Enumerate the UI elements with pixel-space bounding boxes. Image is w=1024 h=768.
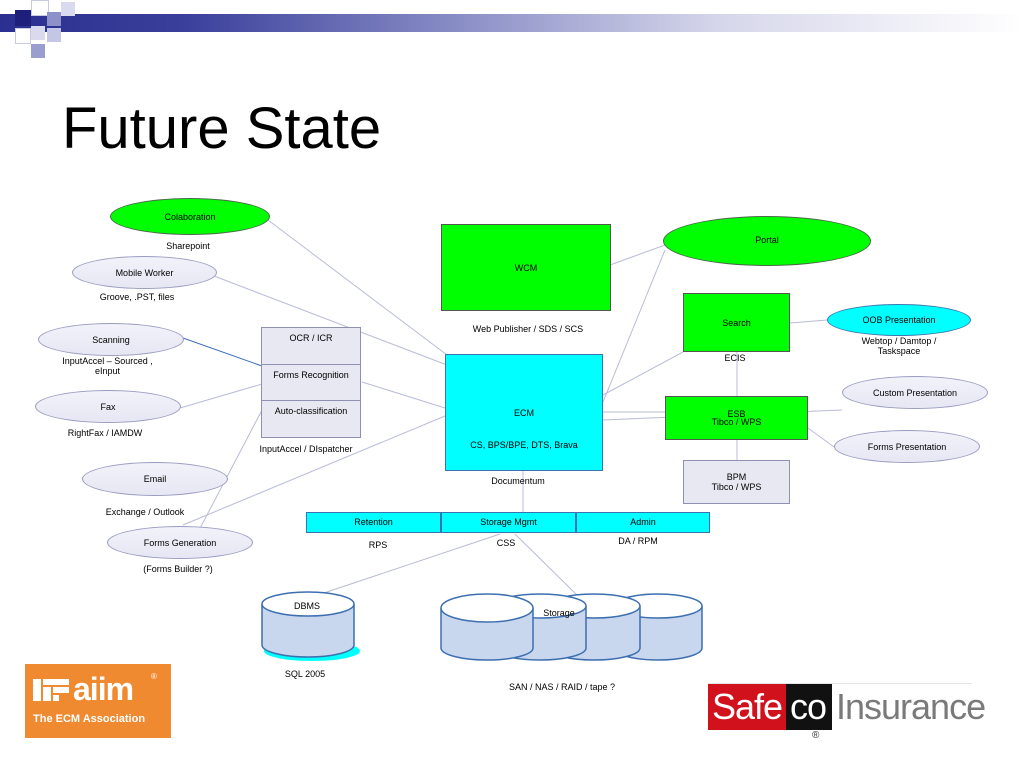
aiim-wordmark: aiim (73, 671, 134, 707)
capture-stack-sublabel: InputAccel / DIspatcher (259, 444, 353, 454)
admin-sublabel: DA / RPM (618, 536, 658, 546)
aiim-logo: aiim ® The ECM Association (25, 664, 171, 738)
wcm-label: WCM (514, 262, 538, 273)
admin-service: Admin (576, 512, 710, 533)
capture-item-ocr: OCR / ICR (262, 328, 360, 365)
ecm-inner-label: CS, BPS/BPE, DTS, Brava (470, 440, 578, 450)
ecm-box: ECM CS, BPS/BPE, DTS, Brava (445, 354, 603, 471)
deco-square (61, 2, 75, 16)
retention-service: Retention (306, 512, 441, 533)
oob-presentation-node: OOB Presentation (827, 304, 971, 336)
admin-label: Admin (630, 517, 656, 527)
capture-item-auto-classification: Auto-classification (274, 406, 348, 416)
dbms-cylinder (261, 591, 360, 661)
forms-presentation-label: Forms Presentation (867, 441, 947, 452)
header-gradient-bar (0, 14, 1024, 32)
deco-square (31, 44, 45, 58)
wcm-sublabel: Web Publisher / SDS / SCS (472, 324, 584, 334)
bpm-inner-label: Tibco / WPS (711, 482, 762, 492)
dbms-sublabel: SQL 2005 (284, 669, 326, 679)
safeco-logo: Safe co Insurance ® (708, 683, 986, 742)
aiim-tagline: The ECM Association (33, 713, 146, 725)
fax-node: Fax (35, 390, 181, 423)
storage-mgmt-service: Storage Mgmt (441, 512, 576, 533)
deco-square (47, 12, 61, 26)
oob-presentation-sublabel: Webtop / Damtop / Taskspace (861, 336, 937, 356)
collaboration-sublabel: Sharepoint (166, 241, 210, 251)
aiim-logo-mark (33, 679, 69, 701)
retention-label: Retention (354, 517, 393, 527)
bpm-box: BPM Tibco / WPS (683, 460, 790, 504)
retention-sublabel: RPS (368, 540, 388, 550)
portal-label: Portal (755, 235, 779, 245)
safeco-red-block (708, 684, 786, 730)
slide-title: Future State (62, 96, 382, 161)
safeco-wordmark-co: co (790, 686, 827, 727)
storage-label: Storage (543, 608, 575, 618)
forms-generation-node: Forms Generation (107, 526, 253, 559)
forms-generation-label: Forms Generation (143, 537, 217, 548)
deco-square (31, 26, 45, 40)
storage-mgmt-label: Storage Mgmt (480, 517, 537, 527)
capture-stack: OCR / ICR Forms Recognition Auto-classif… (261, 327, 361, 438)
search-box: Search (683, 293, 790, 352)
scanning-label: Scanning (92, 334, 130, 345)
ecm-label: ECM (514, 408, 534, 418)
storage-sublabel: SAN / NAS / RAID / tape ? (508, 682, 616, 692)
email-node: Email (82, 462, 228, 496)
fax-sublabel: RightFax / IAMDW (67, 428, 143, 438)
mobile-worker-sublabel: Groove, .PST, files (99, 292, 175, 302)
safeco-black-block (786, 684, 832, 730)
portal-node: Portal (663, 216, 871, 266)
capture-item-forms-recognition: Forms Recognition (262, 365, 360, 401)
esb-label: ESB (727, 409, 746, 419)
deco-square (31, 0, 49, 16)
scanning-node: Scanning (38, 323, 184, 356)
scanning-sublabel: InputAccel – Sourced , eInput (62, 356, 153, 376)
email-sublabel: Exchange / Outlook (105, 507, 185, 517)
safeco-wordmark-insurance: Insurance (836, 686, 986, 727)
search-sublabel: ECIS (724, 353, 746, 363)
email-label: Email (143, 474, 167, 484)
custom-presentation-label: Custom Presentation (872, 387, 958, 398)
esb-box: ESB Tibco / WPS (665, 396, 808, 440)
collaboration-node: Colaboration (110, 198, 270, 235)
forms-presentation-node: Forms Presentation (834, 430, 980, 463)
aiim-registered-icon: ® (151, 672, 157, 681)
esb-inner-label: Tibco / WPS (711, 417, 762, 427)
ecm-sublabel: Documentum (491, 476, 545, 486)
deco-square (15, 28, 31, 44)
safeco-registered-icon: ® (812, 730, 820, 741)
wcm-box: WCM (441, 224, 611, 311)
storage-cylinders (440, 593, 703, 661)
mobile-worker-label: Mobile Worker (115, 267, 174, 278)
dbms-label: DBMS (293, 601, 320, 611)
fax-label: Fax (100, 401, 116, 412)
safeco-wordmark-safe: Safe (712, 686, 783, 727)
bpm-label: BPM (726, 472, 747, 482)
collaboration-label: Colaboration (164, 211, 216, 222)
forms-generation-sublabel: (Forms Builder ?) (143, 564, 213, 574)
oob-presentation-label: OOB Presentation (862, 315, 936, 325)
deco-square (47, 28, 61, 42)
search-label: Search (722, 317, 751, 328)
custom-presentation-node: Custom Presentation (842, 376, 988, 409)
deco-square (15, 10, 31, 26)
mobile-worker-node: Mobile Worker (72, 256, 217, 289)
storage-mgmt-sublabel: CSS (496, 538, 516, 548)
